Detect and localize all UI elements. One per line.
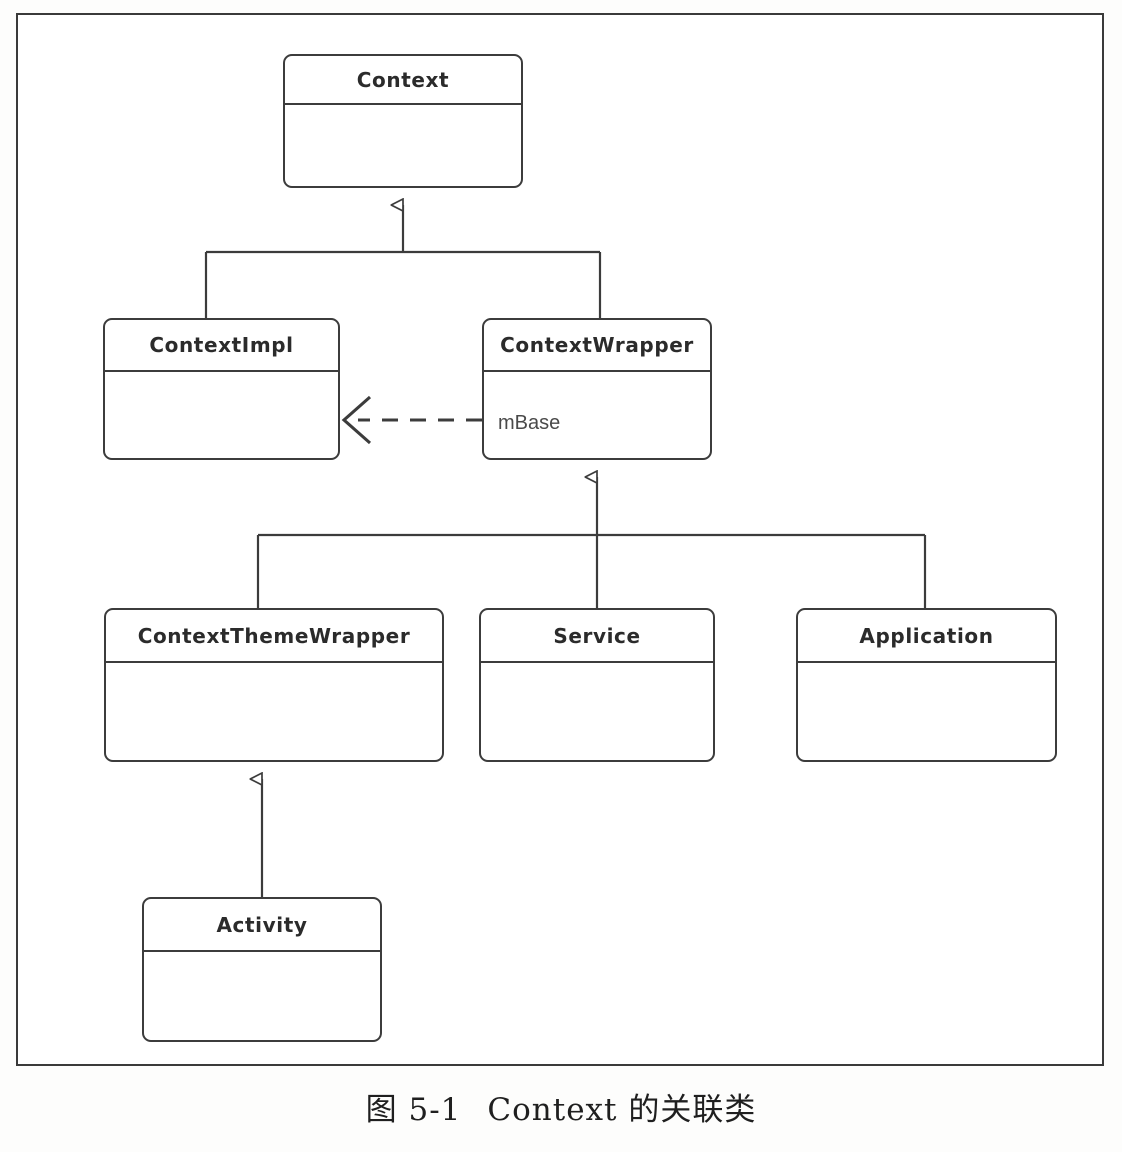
figure-caption-label: 图 5-1 bbox=[365, 1092, 462, 1128]
uml-class-application-body bbox=[798, 663, 1055, 760]
uml-class-context-theme-wrapper[interactable]: ContextThemeWrapper bbox=[104, 608, 444, 762]
figure-border bbox=[16, 13, 1104, 1066]
uml-class-context-wrapper-name: ContextWrapper bbox=[500, 333, 694, 357]
uml-class-activity-body bbox=[144, 952, 380, 1040]
uml-class-activity-header: Activity bbox=[144, 899, 380, 952]
uml-class-context-theme-wrapper-body bbox=[106, 663, 442, 760]
uml-class-context-impl-name: ContextImpl bbox=[149, 333, 294, 357]
figure-caption: 图 5-1 Context 的关联类 bbox=[0, 1084, 1122, 1129]
uml-class-context-name: Context bbox=[356, 67, 450, 92]
uml-class-service[interactable]: Service bbox=[479, 608, 715, 762]
uml-class-context-body bbox=[285, 105, 521, 186]
uml-class-service-header: Service bbox=[481, 610, 713, 663]
uml-class-context-theme-wrapper-name: ContextThemeWrapper bbox=[137, 623, 411, 648]
uml-class-context-wrapper-body: mBase bbox=[484, 372, 710, 458]
uml-class-context-theme-wrapper-header: ContextThemeWrapper bbox=[106, 610, 442, 663]
uml-attribute-mbase: mBase bbox=[498, 412, 561, 434]
uml-class-activity-name: Activity bbox=[216, 912, 308, 937]
uml-class-context-header: Context bbox=[285, 56, 521, 105]
uml-class-application[interactable]: Application bbox=[796, 608, 1057, 762]
uml-class-context[interactable]: Context bbox=[283, 54, 523, 188]
uml-class-context-impl-header: ContextImpl bbox=[105, 320, 338, 372]
uml-class-context-wrapper-header: ContextWrapper bbox=[484, 320, 710, 372]
uml-class-service-body bbox=[481, 663, 713, 760]
figure-caption-text: Context 的关联类 bbox=[487, 1092, 757, 1128]
uml-class-service-name: Service bbox=[553, 623, 641, 648]
uml-class-activity[interactable]: Activity bbox=[142, 897, 382, 1042]
uml-class-context-wrapper[interactable]: ContextWrapper mBase bbox=[482, 318, 712, 460]
uml-class-application-header: Application bbox=[798, 610, 1055, 663]
uml-class-context-impl-body bbox=[105, 372, 338, 458]
uml-class-application-name: Application bbox=[859, 623, 994, 648]
uml-class-context-impl[interactable]: ContextImpl bbox=[103, 318, 340, 460]
